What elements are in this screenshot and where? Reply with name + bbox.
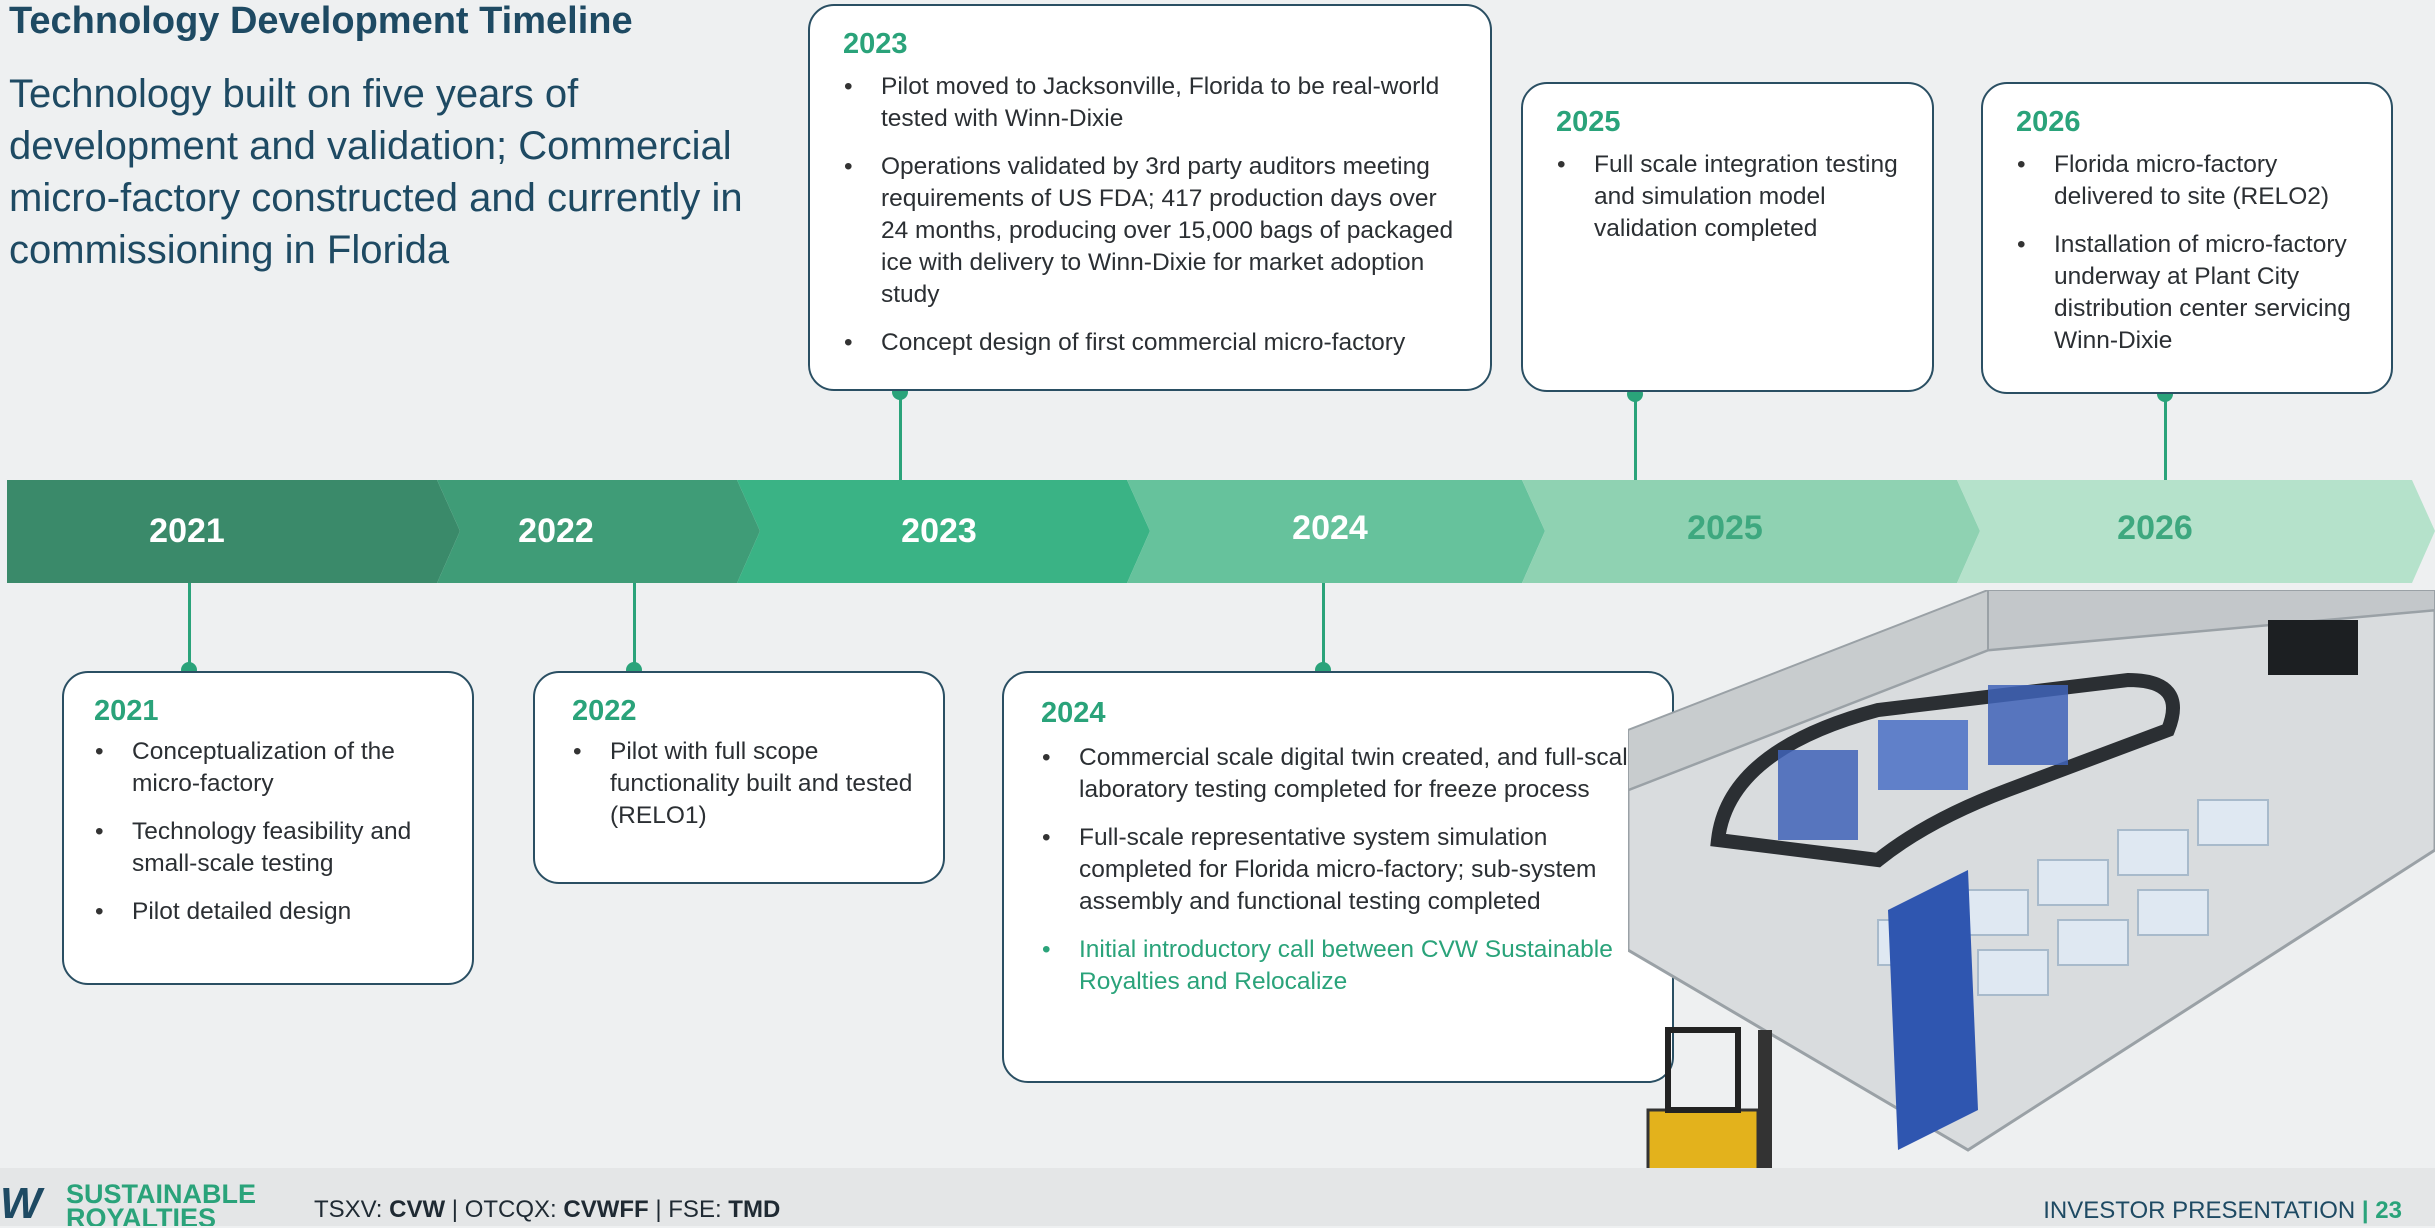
milestone-year: 2022 <box>572 695 637 727</box>
milestone-card-2023: 2023 Pilot moved to Jacksonville, Florid… <box>808 4 1492 391</box>
page-separator: | <box>2355 1197 2376 1224</box>
timeline-segment-2026 <box>1957 480 2435 583</box>
ticker-otcqx: CVWFF <box>563 1196 649 1223</box>
timeline-year-2022: 2022 <box>518 512 594 550</box>
milestone-item: Florida micro-factory delivered to site … <box>2016 149 2371 213</box>
presentation-title: INVESTOR PRESENTATION <box>2043 1197 2356 1224</box>
milestone-card-2026: 2026 Florida micro-factory delivered to … <box>1981 82 2393 394</box>
milestone-item: Pilot moved to Jacksonville, Florida to … <box>843 71 1460 135</box>
timeline-arrows <box>7 480 2435 583</box>
timeline-year-2026: 2026 <box>2117 509 2193 547</box>
milestone-list: Florida micro-factory delivered to site … <box>2016 149 2371 357</box>
milestone-item: Commercial scale digital twin created, a… <box>1041 742 1642 806</box>
timeline-segment-2022 <box>437 480 760 583</box>
milestone-item: Conceptualization of the micro-factory <box>94 736 452 800</box>
milestone-list: Commercial scale digital twin created, a… <box>1041 742 1642 998</box>
milestone-item: Full-scale representative system simulat… <box>1041 822 1642 918</box>
milestone-year: 2025 <box>1556 106 1621 138</box>
milestone-card-2022: 2022 Pilot with full scope functionality… <box>533 671 945 884</box>
milestone-item: Installation of micro-factory underway a… <box>2016 229 2371 357</box>
milestone-card-2024: 2024 Commercial scale digital twin creat… <box>1002 671 1674 1083</box>
connector-2021 <box>188 583 191 671</box>
timeline-year-2021: 2021 <box>149 512 225 550</box>
connector-2023 <box>899 392 902 480</box>
ticker-tsxv: CVW <box>389 1196 446 1223</box>
timeline-year-2024: 2024 <box>1292 509 1368 547</box>
milestone-item: Pilot with full scope functionality buil… <box>572 736 923 832</box>
timeline-segment-2023 <box>737 480 1150 583</box>
connector-2026 <box>2164 394 2167 480</box>
milestone-list: Pilot with full scope functionality buil… <box>572 736 923 832</box>
milestone-item: Operations validated by 3rd party audito… <box>843 151 1460 311</box>
company-logo-mark: W <box>0 1179 42 1228</box>
timeline-segment-2021 <box>7 480 460 583</box>
ticker-label-fse: | FSE: <box>648 1196 729 1223</box>
timeline-segment-2024 <box>1127 480 1545 583</box>
milestone-year: 2021 <box>94 695 159 727</box>
milestone-list: Conceptualization of the micro-factory T… <box>94 736 452 928</box>
page-subtitle: Technology built on five years of develo… <box>9 72 743 272</box>
milestone-item: Concept design of first commercial micro… <box>843 327 1460 359</box>
page-title: Technology Development Timeline <box>9 0 633 42</box>
milestone-item: Technology feasibility and small-scale t… <box>94 816 452 880</box>
ticker-info: TSXV: CVW | OTCQX: CVWFF | FSE: TMD <box>314 1196 780 1224</box>
ticker-label-otcqx: | OTCQX: <box>445 1196 564 1223</box>
company-logo-text: SUSTAINABLE ROYALTIES <box>66 1182 257 1226</box>
connector-2022 <box>633 583 636 671</box>
timeline-year-2025: 2025 <box>1687 509 1763 547</box>
milestone-item: Full scale integration testing and simul… <box>1556 149 1902 245</box>
page-number: 23 <box>2375 1197 2402 1224</box>
milestone-year: 2023 <box>843 28 908 60</box>
micro-factory-illustration <box>1628 590 2435 1210</box>
timeline-year-2023: 2023 <box>901 512 977 550</box>
presentation-label: INVESTOR PRESENTATION | 23 <box>2043 1197 2402 1225</box>
milestone-list: Full scale integration testing and simul… <box>1556 149 1902 245</box>
ticker-fse: TMD <box>728 1196 781 1223</box>
timeline-band <box>7 480 2435 583</box>
milestone-card-2025: 2025 Full scale integration testing and … <box>1521 82 1934 392</box>
ticker-label-tsxv: TSXV: <box>314 1196 390 1223</box>
timeline-segment-2025 <box>1522 480 1980 583</box>
footer-bar <box>0 1168 2435 1226</box>
milestone-year: 2024 <box>1041 697 1106 729</box>
milestone-item: Pilot detailed design <box>94 896 452 928</box>
connector-2025 <box>1634 394 1637 480</box>
milestone-year: 2026 <box>2016 106 2081 138</box>
connector-2024 <box>1322 583 1325 671</box>
milestone-list: Pilot moved to Jacksonville, Florida to … <box>843 71 1460 359</box>
milestone-card-2021: 2021 Conceptualization of the micro-fact… <box>62 671 474 985</box>
milestone-item-highlight: Initial introductory call between CVW Su… <box>1041 934 1642 998</box>
